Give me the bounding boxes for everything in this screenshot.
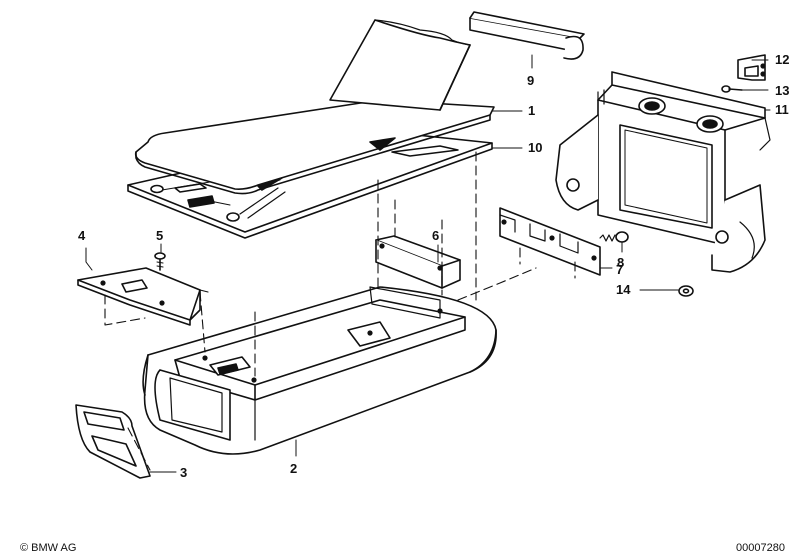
callout-7: 7 xyxy=(616,262,624,277)
part-7-hinge-plate xyxy=(499,207,601,276)
part-6-bracket xyxy=(375,235,461,289)
callout-1: 1 xyxy=(528,103,536,118)
callout-9: 9 xyxy=(527,73,535,88)
copyright-text: © BMW AG xyxy=(20,542,77,554)
part-11-bracket xyxy=(555,71,771,273)
part-12-clip xyxy=(737,54,766,81)
part-13-screw xyxy=(721,85,743,93)
callout-3: 3 xyxy=(180,465,188,480)
part-4-plate xyxy=(77,267,201,326)
callout-6: 6 xyxy=(432,228,440,243)
callout-8: 8 xyxy=(617,255,625,270)
callout-12: 12 xyxy=(775,52,790,67)
callout-14: 14 xyxy=(616,282,631,297)
part-9-trim-strip xyxy=(469,11,585,60)
document-number: 00007280 xyxy=(736,542,785,554)
part-2-housing xyxy=(142,286,497,455)
callout-2: 2 xyxy=(290,461,298,476)
callout-5: 5 xyxy=(156,228,164,243)
part-3-insert-frame xyxy=(75,404,151,479)
assembly-guide-lines xyxy=(104,151,576,471)
part-1-cover-lid xyxy=(134,19,495,195)
part-5-screw xyxy=(154,252,166,271)
callout-13: 13 xyxy=(775,83,790,98)
callout-10: 10 xyxy=(528,140,543,155)
part-8-spring xyxy=(599,231,629,243)
callout-4: 4 xyxy=(78,228,86,243)
part-14-washer xyxy=(678,285,694,297)
leader-lines xyxy=(85,54,771,473)
callout-11: 11 xyxy=(775,102,789,117)
